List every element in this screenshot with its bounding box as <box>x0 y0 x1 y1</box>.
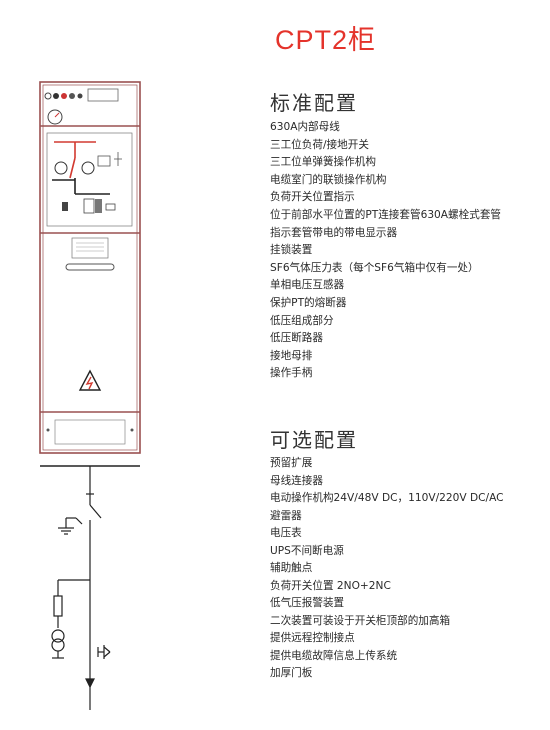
standard-config-heading: 标准配置 <box>270 91 358 115</box>
list-item: 三工位负荷/接地开关 <box>270 138 369 151</box>
list-item: UPS不间断电源 <box>270 544 344 557</box>
list-item: 保护PT的熔断器 <box>270 296 347 309</box>
list-item: 低气压报警装置 <box>270 597 345 609</box>
mimic-panel <box>46 132 133 227</box>
list-item: 低压组成部分 <box>270 314 334 327</box>
list-item: 二次装置可装设于开关柜顶部的加高箱 <box>270 614 451 627</box>
list-item: 负荷开关位置指示 <box>270 191 355 204</box>
list-item: 加厚门板 <box>270 667 313 679</box>
page-title: CPT2柜 <box>275 25 377 55</box>
list-item: SF6气体压力表（每个SF6气箱中仅有一处） <box>270 261 479 274</box>
cabinet-drawing <box>39 81 141 710</box>
warning-triangle-icon <box>78 369 102 391</box>
door-handle-area <box>65 237 115 271</box>
list-item: 低压断路器 <box>270 332 323 345</box>
list-item: 电动操作机构24V/48V DC，110V/220V DC/AC <box>270 492 504 504</box>
optional-config-list: 预留扩展母线连接器电动操作机构24V/48V DC，110V/220V DC/A… <box>270 455 504 683</box>
list-item: 接地母排 <box>270 349 313 362</box>
bottom-cover-plate <box>46 419 134 445</box>
list-item: 指示套管带电的带电显示器 <box>270 226 398 239</box>
list-item: 三工位单弹簧操作机构 <box>270 156 376 169</box>
list-item: 挂锁装置 <box>270 244 313 257</box>
pressure-gauge <box>47 109 63 125</box>
list-item: 电缆室门的联锁操作机构 <box>270 173 387 186</box>
list-item: 避雷器 <box>270 509 302 522</box>
single-line-diagram <box>40 465 140 710</box>
cabinet-front-panel <box>39 81 141 454</box>
list-item: 操作手柄 <box>270 367 313 380</box>
list-item: 提供远程控制接点 <box>270 632 355 644</box>
list-item: 提供电缆故障信息上传系统 <box>270 649 398 662</box>
list-item: 母线连接器 <box>270 474 323 487</box>
list-item: 单相电压互感器 <box>270 279 345 292</box>
list-item: 辅助触点 <box>270 562 313 574</box>
standard-config-list: 630A内部母线三工位负荷/接地开关三工位单弹簧操作机构电缆室门的联锁操作机构负… <box>270 119 501 383</box>
list-item: 负荷开关位置 2NO+2NC <box>270 579 391 592</box>
list-item: 630A内部母线 <box>270 121 340 133</box>
top-indicator-strip <box>44 88 119 102</box>
optional-config-heading: 可选配置 <box>270 428 358 452</box>
list-item: 位于前部水平位置的PT连接套管630A螺栓式套管 <box>270 208 502 221</box>
list-item: 电压表 <box>270 527 302 539</box>
list-item: 预留扩展 <box>270 457 313 469</box>
